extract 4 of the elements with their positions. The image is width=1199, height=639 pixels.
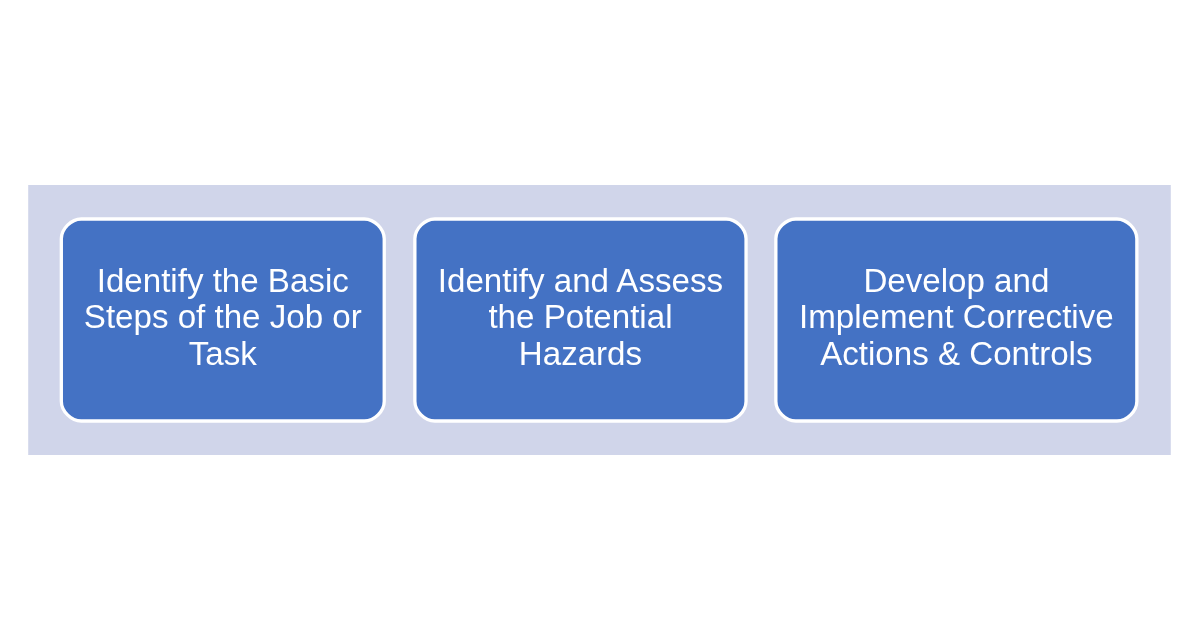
- node-box: Identify the Basic Steps of the Job or Task: [59, 216, 386, 423]
- node-box: Develop and Implement Corrective Actions & Controls: [774, 216, 1139, 423]
- node-box: Identify and Assess the Potential Hazards: [413, 216, 748, 423]
- cluster: [28, 184, 1171, 455]
